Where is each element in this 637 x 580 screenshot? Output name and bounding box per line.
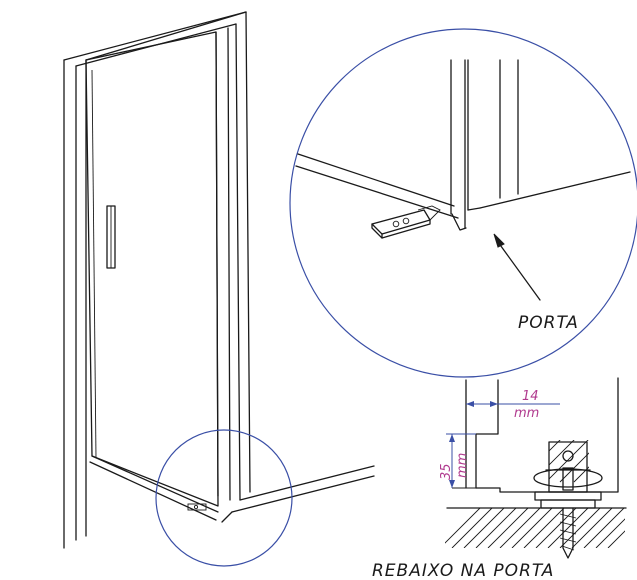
width-unit: mm <box>514 406 539 421</box>
dimension-width: 14 mm <box>466 389 560 421</box>
porta-arrow <box>493 233 541 301</box>
door-leaf <box>85 31 219 521</box>
detail-magnified <box>289 28 637 378</box>
floor-lines <box>187 465 375 523</box>
height-value: 35 <box>439 463 454 480</box>
dimension-height: 35 mm <box>439 433 476 488</box>
porta-label: PORTA <box>518 313 579 333</box>
width-value: 14 <box>522 389 539 404</box>
section-detail <box>445 377 627 559</box>
rebaixo-label: REBAIXO NA PORTA <box>372 561 554 580</box>
door-handle <box>106 205 116 269</box>
detail-circle-small <box>155 429 293 567</box>
detail-circle-large <box>289 28 637 378</box>
height-unit: mm <box>455 453 470 478</box>
